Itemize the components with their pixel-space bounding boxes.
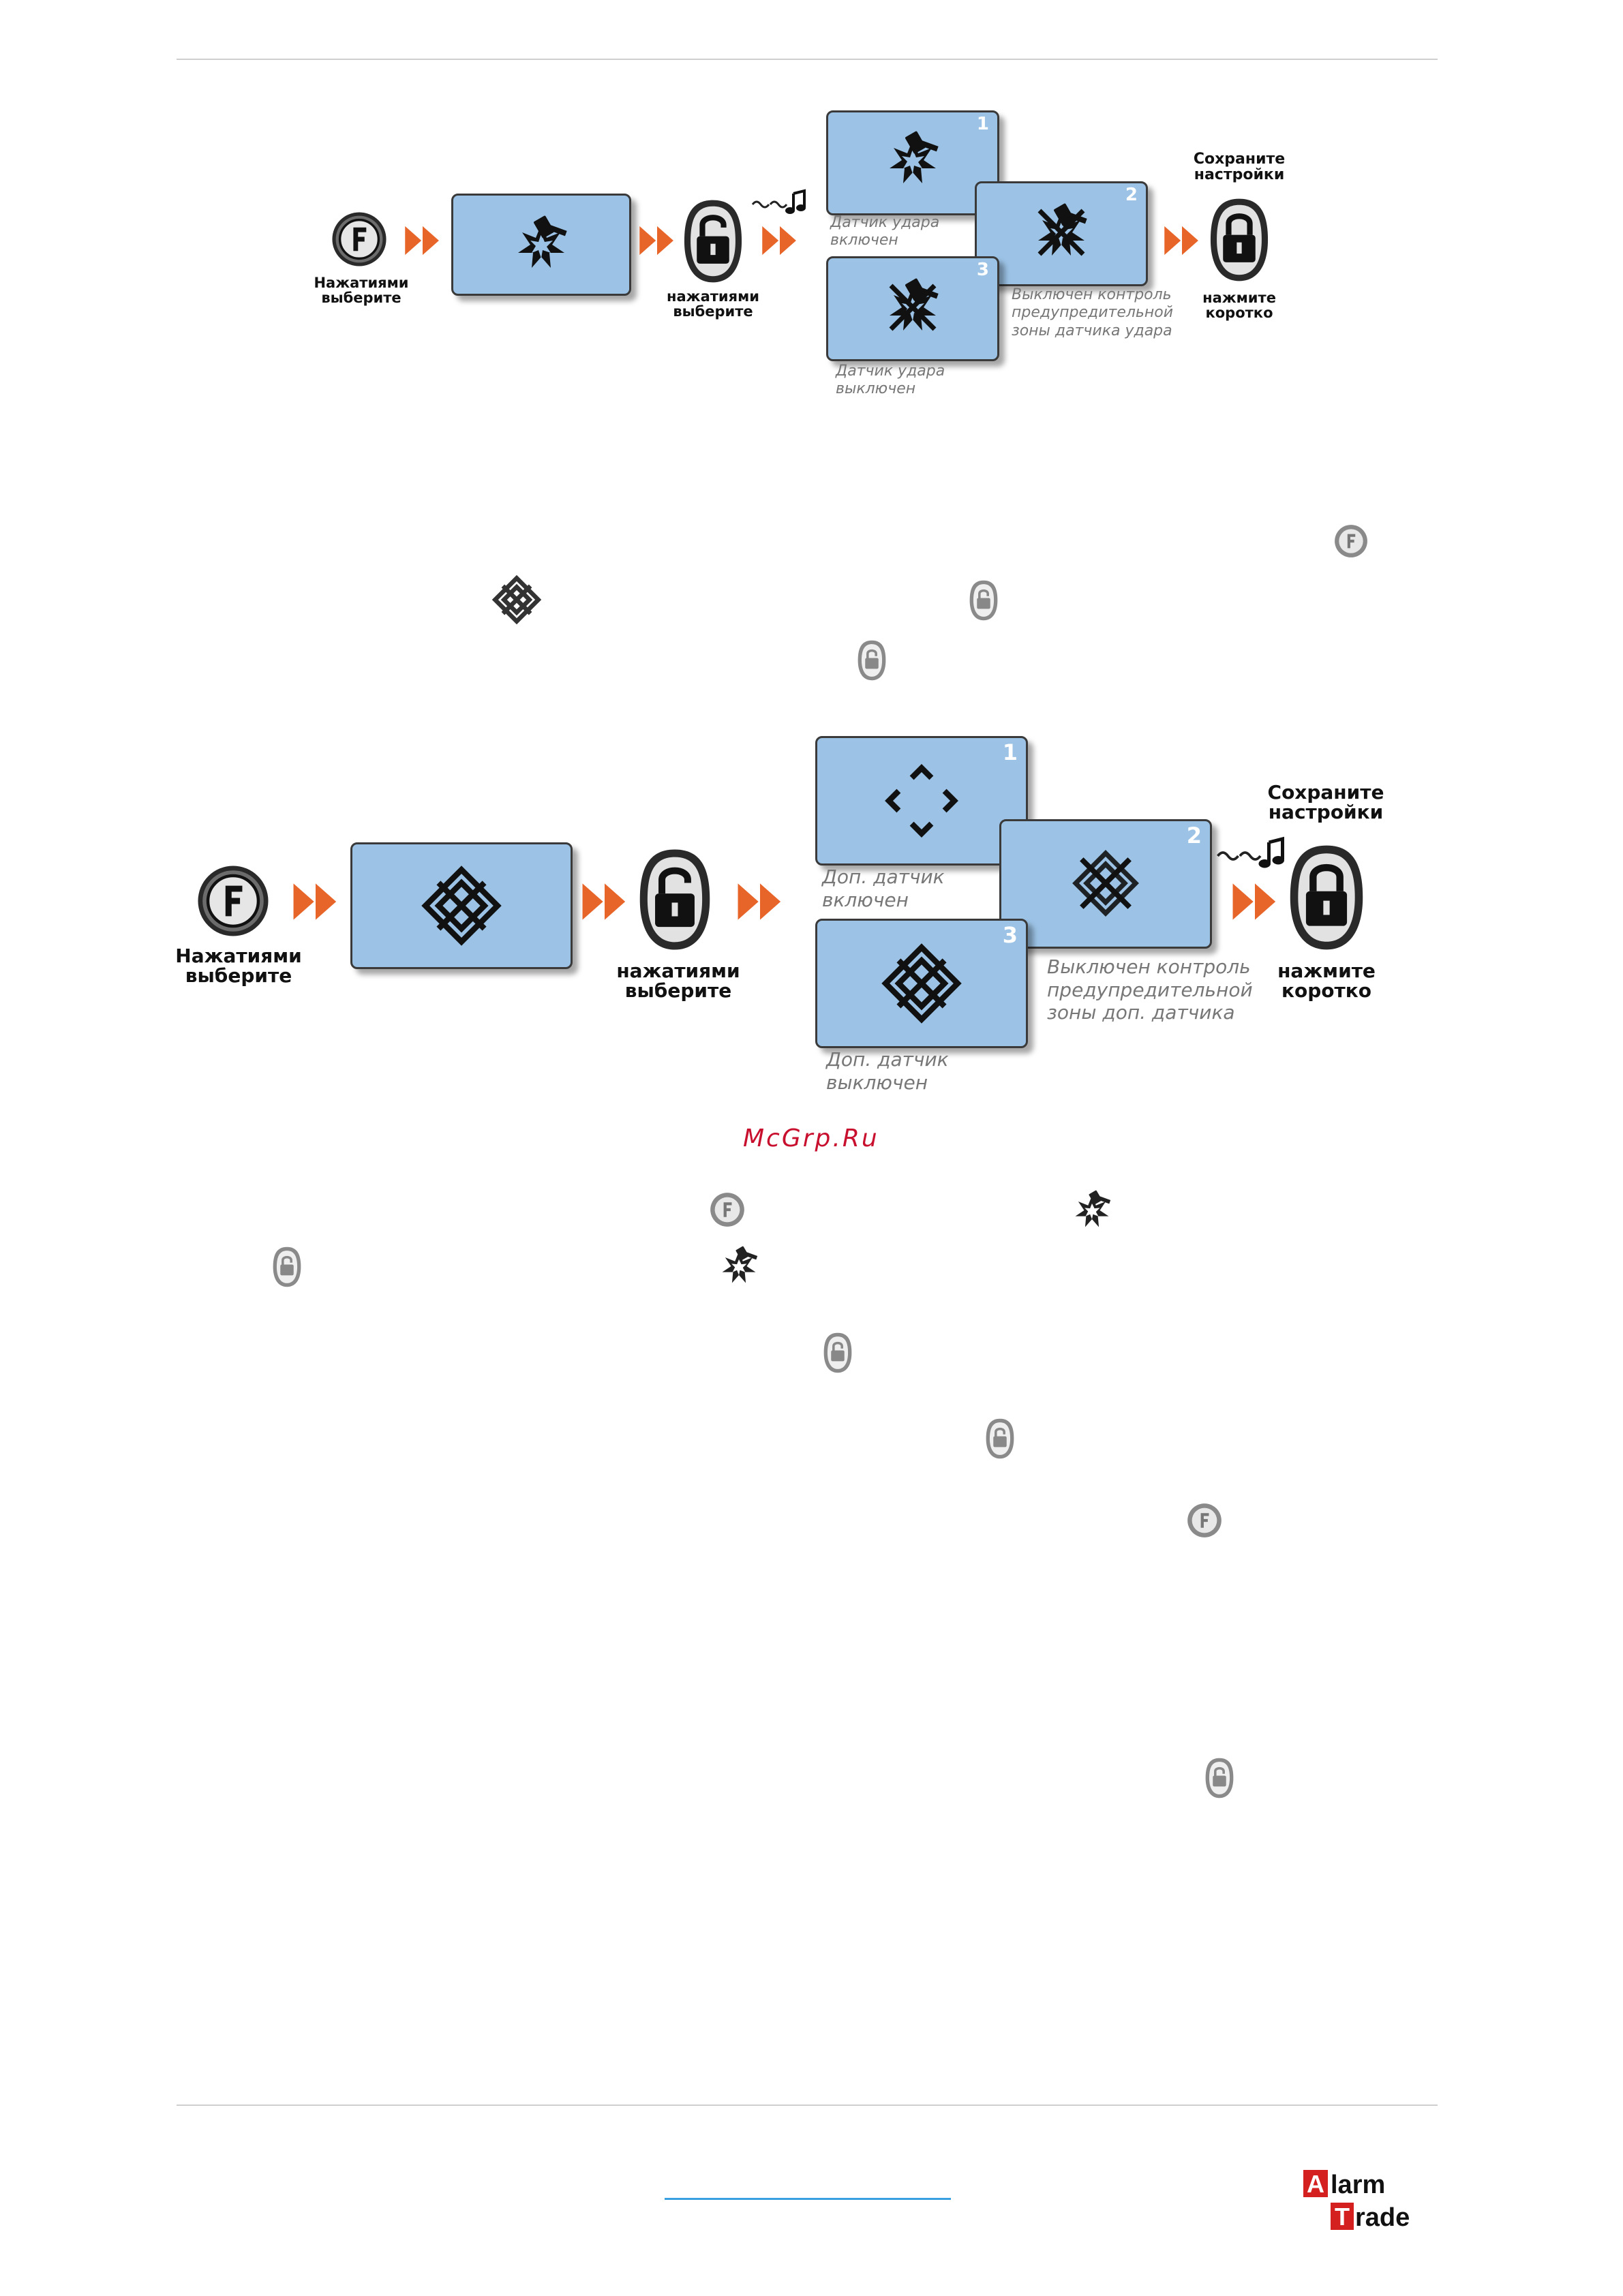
arrow-icon	[1163, 225, 1201, 256]
state-1-screen: 1	[815, 736, 1028, 866]
state-3-screen: 3	[826, 256, 999, 361]
extra-sensor-icon	[881, 943, 962, 1024]
melody-icon	[751, 188, 806, 215]
svg-text:rade: rade	[1355, 2203, 1410, 2232]
unlock-small-icon	[1202, 1757, 1237, 1799]
state-number: 3	[976, 260, 989, 280]
f-button-small-icon	[1186, 1502, 1223, 1539]
unlock-small-icon	[855, 639, 889, 682]
state-2-screen: 2	[975, 181, 1148, 286]
arrow-icon	[761, 225, 799, 256]
f-button-small-icon	[709, 1191, 746, 1228]
melody-icon	[1216, 836, 1284, 870]
unlock-small-icon	[270, 1246, 304, 1288]
unlock-button-icon	[682, 198, 744, 285]
logo-icon: A larm T rade	[1303, 2170, 1410, 2232]
unlock-small-icon	[967, 579, 1001, 622]
svg-text:A: A	[1307, 2170, 1324, 2198]
extra-sensor-icon	[421, 865, 502, 947]
f-button-icon	[195, 863, 271, 939]
menu-screen	[451, 194, 631, 296]
lock-button-icon	[1287, 842, 1366, 953]
state-number: 3	[1002, 922, 1018, 948]
shock-sensor-small-icon	[1067, 1186, 1117, 1235]
cross-icon	[1027, 198, 1095, 266]
state-1-screen: 1	[826, 110, 999, 215]
f-button-small-icon	[1333, 523, 1369, 559]
unlock-button-icon	[637, 846, 713, 953]
directions-icon	[1072, 849, 1140, 917]
shock-sensor-icon	[879, 126, 947, 194]
state-number: 2	[1125, 185, 1138, 205]
arrow-icon	[638, 225, 676, 256]
arrow-icon	[292, 882, 339, 921]
alarm-trade-logo: A larm T rade	[1302, 2167, 1438, 2235]
unlock-small-icon	[983, 1418, 1017, 1460]
arrow-icon	[736, 882, 784, 921]
bottom-rule	[177, 2104, 1438, 2106]
state-2-screen: 2	[999, 819, 1212, 949]
arrow-icon	[404, 225, 442, 256]
shock-sensor-icon	[507, 211, 575, 279]
svg-text:larm: larm	[1331, 2171, 1385, 2199]
top-rule	[177, 59, 1438, 60]
svg-text:T: T	[1335, 2203, 1350, 2231]
state-number: 1	[976, 114, 989, 134]
footer-link[interactable]	[665, 2198, 951, 2200]
f-button-icon	[330, 210, 389, 269]
arrow-icon	[581, 882, 628, 921]
state-number: 2	[1186, 823, 1202, 848]
extra-sensor-small-icon	[492, 575, 541, 624]
shock-sensor-small-icon	[714, 1242, 763, 1291]
unlock-small-icon	[821, 1332, 855, 1374]
state-3-screen: 3	[815, 919, 1028, 1048]
menu-screen	[350, 842, 573, 969]
watermark: McGrp.Ru	[743, 1124, 879, 1152]
state-number: 1	[1002, 739, 1018, 765]
arrow-icon	[1231, 882, 1279, 921]
directions-icon	[881, 760, 962, 842]
cross-icon	[879, 273, 947, 341]
lock-button-icon	[1208, 196, 1271, 284]
